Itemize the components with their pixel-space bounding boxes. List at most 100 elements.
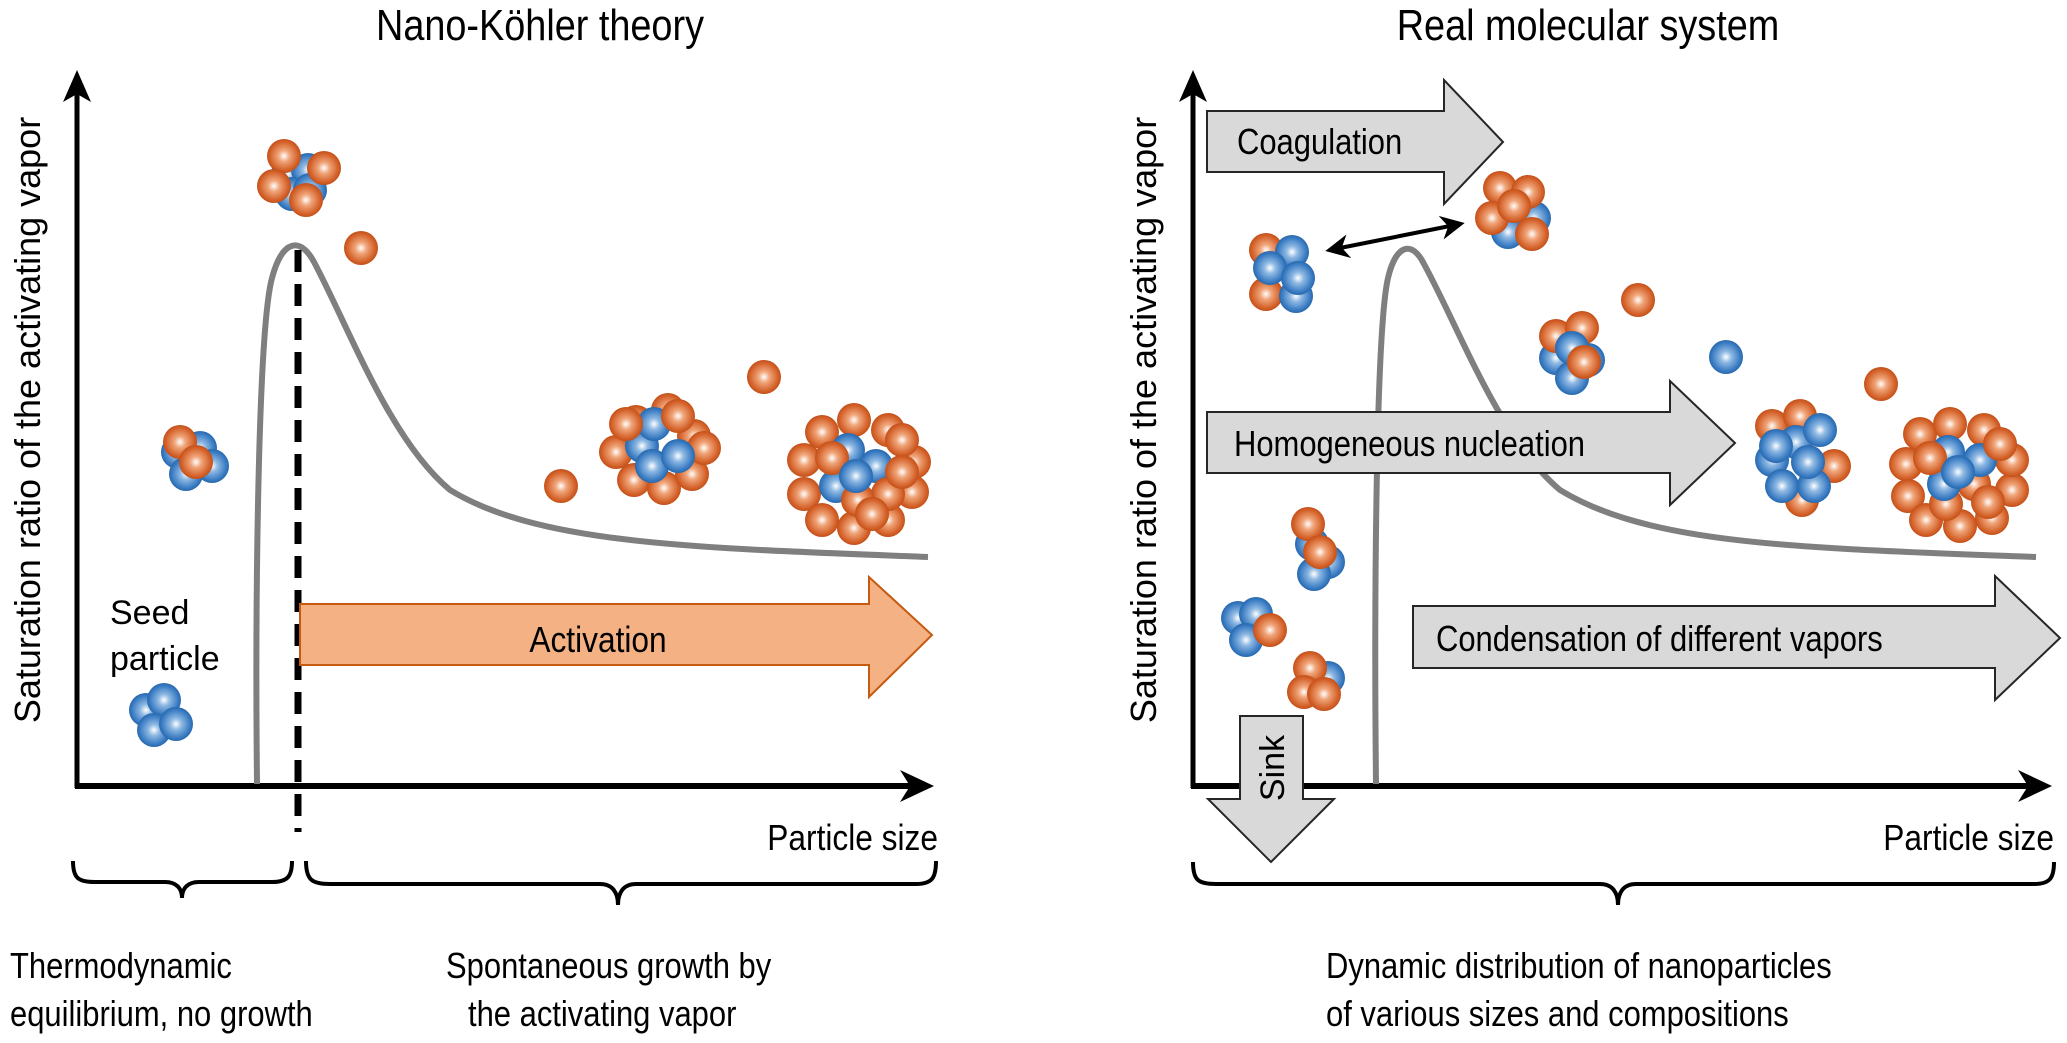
orange-molecule bbox=[1515, 217, 1549, 251]
condensation-label: Condensation of different vapors bbox=[1436, 620, 1883, 660]
mixed-cluster-1 bbox=[1539, 311, 1605, 395]
orange-molecule bbox=[609, 407, 643, 441]
left-y-axis-label: Saturation ratio of the activating vapor bbox=[7, 117, 48, 723]
sink-cluster-2 bbox=[1221, 597, 1287, 657]
brace-right-caption-line2: the activating vapor bbox=[468, 995, 736, 1035]
orange-molecule bbox=[687, 431, 721, 465]
blue-molecule bbox=[1765, 469, 1799, 503]
sink-cluster-3 bbox=[1287, 651, 1345, 711]
orange-molecule bbox=[885, 455, 919, 489]
nucleation-arrow bbox=[1206, 378, 1737, 508]
coag-cluster-a bbox=[1249, 233, 1315, 313]
orange-molecule bbox=[179, 445, 213, 479]
brace-right-caption-line1: Spontaneous growth by bbox=[446, 947, 771, 987]
orange-molecule bbox=[1971, 485, 2005, 519]
vapor-molecule-1 bbox=[344, 231, 378, 265]
brace-left-caption-line1: Thermodynamic bbox=[10, 947, 232, 987]
blue-molecule bbox=[661, 439, 695, 473]
blue-molecule bbox=[1941, 455, 1975, 489]
grown-mixed-cluster bbox=[1755, 399, 1851, 517]
orange-molecule bbox=[837, 403, 871, 437]
coagulation-label: Coagulation bbox=[1237, 123, 1402, 163]
orange-molecule bbox=[307, 151, 341, 185]
orange-molecule bbox=[1913, 441, 1947, 475]
large-cluster bbox=[787, 403, 931, 545]
orange-molecule bbox=[815, 441, 849, 475]
orange-molecule bbox=[1497, 189, 1531, 223]
critical-cluster bbox=[257, 139, 341, 217]
orange-molecule bbox=[289, 183, 323, 217]
orange-molecule bbox=[1864, 367, 1898, 401]
vapor-molecule-orange-2 bbox=[1864, 367, 1898, 401]
orange-molecule bbox=[805, 415, 839, 449]
orange-molecule bbox=[1291, 507, 1325, 541]
right-brace-distribution bbox=[1191, 861, 2056, 906]
blue-molecule bbox=[1709, 340, 1743, 374]
right-x-axis-label: Particle size bbox=[1883, 818, 2054, 858]
seed-label-line1: Seed bbox=[110, 594, 189, 632]
right-brace-caption-line2: of various sizes and compositions bbox=[1326, 995, 1789, 1035]
orange-molecule bbox=[1891, 479, 1925, 513]
orange-molecule bbox=[257, 169, 291, 203]
right-clusters bbox=[1221, 171, 2029, 711]
condensation-arrow bbox=[1412, 573, 2062, 703]
vapor-molecule-orange-1 bbox=[1621, 283, 1655, 317]
right-x-axis-arrowhead bbox=[2018, 770, 2052, 802]
left-panel: Nano-Köhler theory Saturation ratio of t… bbox=[7, 0, 938, 1035]
left-x-axis-arrowhead bbox=[900, 770, 934, 802]
orange-molecule bbox=[805, 503, 839, 537]
right-panel: Real molecular system Saturation ratio o… bbox=[1123, 0, 2062, 1035]
blue-molecule bbox=[1253, 251, 1287, 285]
blue-molecule bbox=[159, 707, 193, 741]
orange-molecule bbox=[661, 399, 695, 433]
left-kohler-curve bbox=[253, 242, 929, 785]
orange-molecule bbox=[885, 423, 919, 457]
blue-molecule bbox=[1791, 445, 1825, 479]
left-brace-equilibrium bbox=[71, 860, 294, 899]
left-panel-title: Nano-Köhler theory bbox=[376, 0, 704, 49]
activation-label: Activation bbox=[529, 620, 666, 660]
sink-cluster-1 bbox=[1291, 507, 1345, 591]
large-mixed-cluster bbox=[1889, 407, 2029, 543]
orange-molecule bbox=[544, 469, 578, 503]
orange-molecule bbox=[1933, 407, 1967, 441]
left-clusters bbox=[129, 139, 931, 747]
vapor-molecule-blue bbox=[1709, 340, 1743, 374]
orange-molecule bbox=[787, 477, 821, 511]
coagulation-collision-arrow bbox=[1325, 215, 1465, 259]
orange-molecule bbox=[1567, 345, 1601, 379]
blue-molecule bbox=[839, 459, 873, 493]
coag-cluster-b bbox=[1475, 171, 1551, 251]
orange-molecule bbox=[747, 360, 781, 394]
orange-molecule bbox=[855, 497, 889, 531]
orange-molecule bbox=[1249, 277, 1283, 311]
grown-cluster bbox=[599, 393, 721, 505]
orange-molecule bbox=[344, 231, 378, 265]
orange-molecule bbox=[787, 443, 821, 477]
orange-molecule bbox=[1307, 677, 1341, 711]
orange-molecule bbox=[267, 139, 301, 173]
seed-cluster bbox=[129, 683, 193, 747]
small-cluster bbox=[161, 425, 229, 491]
blue-molecule bbox=[1281, 261, 1315, 295]
coagulation-arrow bbox=[1206, 77, 1505, 207]
vapor-molecule-2 bbox=[544, 469, 578, 503]
orange-molecule bbox=[1621, 283, 1655, 317]
brace-left-caption-line2: equilibrium, no growth bbox=[10, 995, 313, 1035]
blue-molecule bbox=[635, 449, 669, 483]
blue-molecule bbox=[1759, 429, 1793, 463]
left-y-axis-arrowhead bbox=[63, 70, 91, 102]
right-y-axis-label: Saturation ratio of the activating vapor bbox=[1123, 117, 1164, 723]
nucleation-label: Homogeneous nucleation bbox=[1234, 425, 1585, 465]
orange-molecule bbox=[1983, 427, 2017, 461]
left-x-axis-label: Particle size bbox=[767, 818, 938, 858]
vapor-molecule-3 bbox=[747, 360, 781, 394]
orange-molecule bbox=[1253, 613, 1287, 647]
seed-label-line2: particle bbox=[110, 640, 220, 678]
sink-label: Sink bbox=[1254, 734, 1292, 801]
left-brace-growth bbox=[304, 860, 938, 906]
orange-molecule bbox=[1303, 535, 1337, 569]
right-y-axis-arrowhead bbox=[1179, 70, 1207, 102]
activation-arrow bbox=[299, 574, 934, 700]
